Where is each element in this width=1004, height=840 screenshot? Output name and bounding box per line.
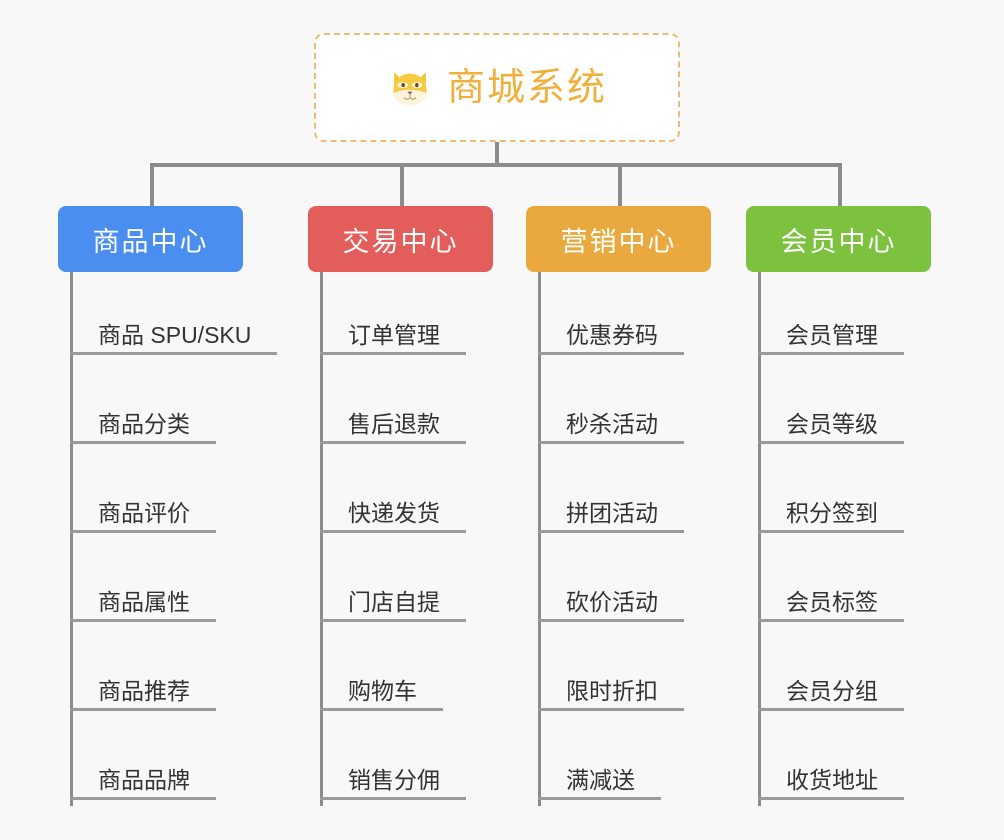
leaf-label: 会员等级 <box>758 411 904 444</box>
leaf-item[interactable]: 商品属性 <box>70 539 277 628</box>
leaf-item[interactable]: 会员标签 <box>758 539 904 628</box>
root-title: 商城系统 <box>446 66 607 109</box>
root-node-shop-system[interactable]: 商城系统 <box>314 33 680 142</box>
leaf-item[interactable]: 砍价活动 <box>538 539 684 628</box>
leaf-label: 限时折扣 <box>538 678 684 711</box>
leaf-item[interactable]: 购物车 <box>320 628 466 717</box>
branch-header-label: 营销中心 <box>560 226 677 257</box>
shiba-dog-face-icon <box>393 71 427 105</box>
leaf-label: 积分签到 <box>758 500 904 533</box>
connector-trunk-vertical <box>495 142 499 165</box>
leaf-label: 秒杀活动 <box>538 411 684 444</box>
leaf-label: 商品分类 <box>70 411 216 444</box>
leaf-item[interactable]: 商品推荐 <box>70 628 277 717</box>
connector-drop-3 <box>618 163 622 208</box>
leaf-label: 订单管理 <box>320 322 466 355</box>
leaf-label: 快递发货 <box>320 500 466 533</box>
leaf-item[interactable]: 积分签到 <box>758 450 904 539</box>
branch-spine-product <box>70 272 73 806</box>
connector-drop-1 <box>150 163 154 208</box>
branch-spine-member <box>758 272 761 806</box>
branch-spine-marketing <box>538 272 541 806</box>
leaf-label: 门店自提 <box>320 589 466 622</box>
leaf-label: 销售分佣 <box>320 767 466 800</box>
leaf-item[interactable]: 秒杀活动 <box>538 361 684 450</box>
leaf-item[interactable]: 门店自提 <box>320 539 466 628</box>
leaf-item[interactable]: 商品品牌 <box>70 717 277 806</box>
leaf-item[interactable]: 限时折扣 <box>538 628 684 717</box>
branch-header-trade[interactable]: 交易中心 <box>308 206 493 272</box>
leaf-item[interactable]: 售后退款 <box>320 361 466 450</box>
leaf-label: 收货地址 <box>758 767 904 800</box>
leaf-label: 购物车 <box>320 678 443 711</box>
branch-header-label: 交易中心 <box>342 226 459 257</box>
leaf-label: 拼团活动 <box>538 500 684 533</box>
leaf-item[interactable]: 收货地址 <box>758 717 904 806</box>
leaf-item[interactable]: 销售分佣 <box>320 717 466 806</box>
branch-header-label: 会员中心 <box>780 226 897 257</box>
leaf-label: 商品 SPU/SKU <box>70 322 278 355</box>
leaf-item[interactable]: 满减送 <box>538 717 684 806</box>
leaf-list-member: 会员管理 会员等级 积分签到 会员标签 会员分组 收货地址 <box>758 272 904 806</box>
leaf-item[interactable]: 订单管理 <box>320 272 466 361</box>
leaf-item[interactable]: 拼团活动 <box>538 450 684 539</box>
leaf-label: 售后退款 <box>320 411 466 444</box>
leaf-label: 会员管理 <box>758 322 904 355</box>
branch-header-label: 商品中心 <box>92 226 209 257</box>
leaf-label: 满减送 <box>538 767 661 800</box>
leaf-item[interactable]: 商品评价 <box>70 450 277 539</box>
leaf-item[interactable]: 会员分组 <box>758 628 904 717</box>
leaf-list-product: 商品 SPU/SKU 商品分类 商品评价 商品属性 商品推荐 商品品牌 <box>70 272 278 806</box>
branch-column-trade: 交易中心 订单管理 售后退款 快递发货 门店自提 购物车 销售分佣 <box>308 206 530 806</box>
branch-spine-trade <box>320 272 323 806</box>
leaf-list-trade: 订单管理 售后退款 快递发货 门店自提 购物车 销售分佣 <box>320 272 466 806</box>
branch-column-member: 会员中心 会员管理 会员等级 积分签到 会员标签 会员分组 收货地址 <box>746 206 968 806</box>
branch-header-member[interactable]: 会员中心 <box>746 206 931 272</box>
leaf-item[interactable]: 商品 SPU/SKU <box>70 272 278 361</box>
leaf-item[interactable]: 优惠券码 <box>538 272 684 361</box>
leaf-label: 商品品牌 <box>70 767 216 800</box>
leaf-label: 商品属性 <box>70 589 216 622</box>
leaf-label: 商品推荐 <box>70 678 216 711</box>
leaf-label: 优惠券码 <box>538 322 684 355</box>
leaf-item[interactable]: 快递发货 <box>320 450 466 539</box>
leaf-label: 砍价活动 <box>538 589 684 622</box>
leaf-item[interactable]: 商品分类 <box>70 361 277 450</box>
leaf-item[interactable]: 会员管理 <box>758 272 904 361</box>
leaf-list-marketing: 优惠券码 秒杀活动 拼团活动 砍价活动 限时折扣 满减送 <box>538 272 684 806</box>
leaf-label: 会员分组 <box>758 678 904 711</box>
leaf-item[interactable]: 会员等级 <box>758 361 904 450</box>
connector-drop-4 <box>838 163 842 208</box>
connector-drop-2 <box>400 163 404 208</box>
leaf-label: 商品评价 <box>70 500 216 533</box>
connector-horizontal-bus <box>150 163 842 167</box>
leaf-label: 会员标签 <box>758 589 904 622</box>
branch-header-marketing[interactable]: 营销中心 <box>526 206 711 272</box>
branch-column-product: 商品中心 商品 SPU/SKU 商品分类 商品评价 商品属性 商品推荐 商品品牌 <box>58 206 300 806</box>
branch-column-marketing: 营销中心 优惠券码 秒杀活动 拼团活动 砍价活动 限时折扣 满减送 <box>526 206 748 806</box>
branch-header-product[interactable]: 商品中心 <box>58 206 243 272</box>
